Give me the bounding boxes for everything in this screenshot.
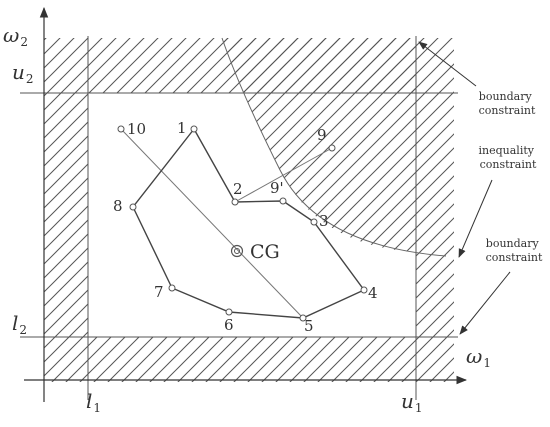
vertex-label-7: 7 xyxy=(154,283,164,301)
reflection-line-2-9 xyxy=(234,147,333,203)
vertex-4 xyxy=(360,286,368,294)
vertex-label-10: 10 xyxy=(127,120,146,138)
boundary-bottom-arrow xyxy=(459,271,511,335)
inequality-arrow xyxy=(458,179,493,258)
y-axis-label: ω2 xyxy=(3,23,28,49)
vertex-8 xyxy=(129,203,137,211)
centroid-marker-outer xyxy=(230,244,244,258)
vertex-2 xyxy=(231,198,239,206)
vertex-label-9: 9 xyxy=(317,126,327,144)
vertex-label-6: 6 xyxy=(224,316,234,334)
vertex-label-8: 8 xyxy=(113,197,123,215)
centroid-label: CG xyxy=(250,241,280,263)
upper-bound-label-x: u1 xyxy=(401,389,423,415)
inequality-constraint-region xyxy=(222,38,416,252)
vertex-7 xyxy=(168,284,176,292)
vertex-label-5: 5 xyxy=(304,317,314,335)
vertex-10 xyxy=(117,125,125,133)
boundary-top-arrow xyxy=(418,41,477,87)
boundary-constraint-top-label: boundary constraint xyxy=(479,90,536,117)
vertex-label-2: 2 xyxy=(233,180,243,198)
x-axis-label: ω1 xyxy=(466,344,491,370)
inequality-constraint-label: inequality constraint xyxy=(479,144,538,171)
vertex-label-4: 4 xyxy=(368,284,378,302)
lower-bound-label-y: l2 xyxy=(12,311,27,337)
vertex-5 xyxy=(299,314,307,322)
centroid-marker-inner xyxy=(234,248,240,254)
lower-bound-label-x: l1 xyxy=(86,389,101,415)
complex-polygon xyxy=(132,128,366,319)
upper-bound-label-y: u2 xyxy=(12,60,34,86)
vertex-9prime xyxy=(279,197,287,205)
vertex-label-9prime: 9' xyxy=(270,179,284,197)
vertex-label-1: 1 xyxy=(177,119,187,137)
vertex-9 xyxy=(328,144,336,152)
vertex-6 xyxy=(225,308,233,316)
reflection-line-10-5 xyxy=(120,128,304,319)
inequality-constraint-curve xyxy=(221,37,447,257)
vertex-label-3: 3 xyxy=(319,212,329,230)
vertex-1 xyxy=(190,125,198,133)
vertex-3 xyxy=(310,218,318,226)
boundary-constraint-bottom-label: boundary constraint xyxy=(486,237,543,264)
